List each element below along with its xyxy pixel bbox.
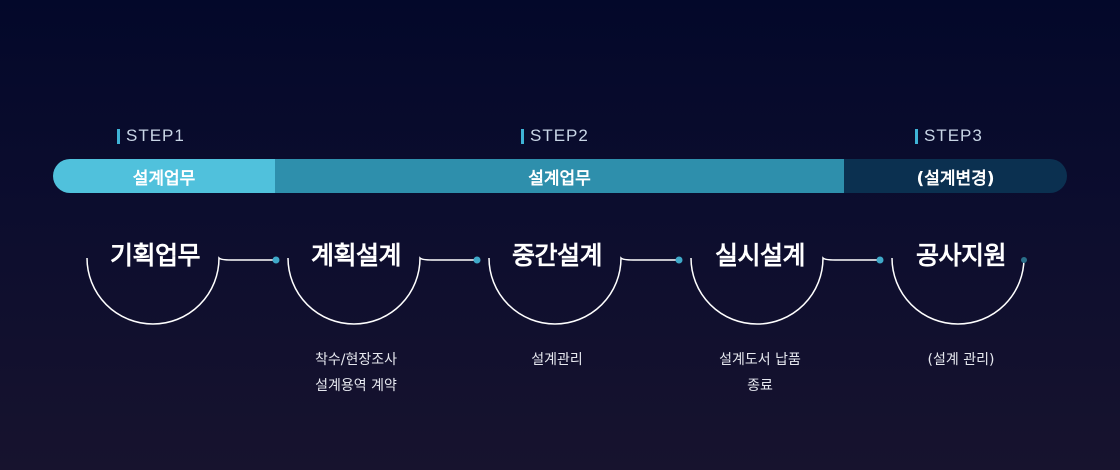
connector-arc bbox=[287, 256, 477, 325]
stage-title-2: 계획설계 bbox=[310, 241, 402, 270]
stage-desc-4: 설계도서 납품 종료 bbox=[660, 347, 860, 399]
step-marker-icon bbox=[915, 128, 918, 144]
step-label-text: STEP1 bbox=[126, 126, 185, 145]
step-marker-icon bbox=[521, 128, 524, 144]
step-label-2: STEP2 bbox=[521, 126, 589, 146]
phase-segment-1: 설계업무 bbox=[53, 159, 275, 193]
stage-desc-2: 착수/현장조사 설계용역 계약 bbox=[256, 347, 456, 399]
stage-title-4: 실시설계 bbox=[714, 241, 806, 270]
flow-lines bbox=[86, 256, 1025, 325]
stage-desc-5: (설계 관리) bbox=[861, 347, 1061, 373]
stage-desc-line: 설계관리 bbox=[531, 352, 583, 368]
phase-segment-3: (설계변경) bbox=[844, 159, 1067, 193]
step-label-3: STEP3 bbox=[915, 126, 983, 146]
connector-dot-icon bbox=[1021, 257, 1027, 263]
stage-title-5: 공사지원 bbox=[915, 241, 1007, 270]
step-label-text: STEP3 bbox=[924, 126, 983, 145]
stage-desc-line: 종료 bbox=[747, 378, 773, 394]
stage-title-1: 기획업무 bbox=[109, 241, 201, 270]
phase-segment-2: 설계업무 bbox=[275, 159, 844, 193]
stage-desc-line: 설계도서 납품 bbox=[719, 352, 801, 368]
connector-arc bbox=[690, 256, 880, 325]
stage-desc-line: (설계 관리) bbox=[927, 352, 995, 368]
flow-dots bbox=[272, 256, 1027, 264]
step-marker-icon bbox=[117, 128, 120, 144]
phase-progress-bar: 설계업무 설계업무 (설계변경) bbox=[53, 159, 1067, 193]
connector-dot-icon bbox=[272, 256, 280, 264]
stage-desc-line: 착수/현장조사 bbox=[315, 352, 397, 368]
connector-dot-icon bbox=[675, 256, 683, 264]
connector-arc bbox=[891, 257, 1025, 325]
connector-dot-icon bbox=[473, 256, 481, 264]
step-label-text: STEP2 bbox=[530, 126, 589, 145]
connector-dot-icon bbox=[876, 256, 884, 264]
connector-arc bbox=[86, 256, 276, 325]
stage-desc-line: 설계용역 계약 bbox=[315, 378, 397, 394]
stage-title-3: 중간설계 bbox=[511, 241, 603, 270]
step-label-1: STEP1 bbox=[117, 126, 185, 146]
stage-desc-3: 설계관리 bbox=[457, 347, 657, 373]
connector-arc bbox=[488, 256, 679, 325]
